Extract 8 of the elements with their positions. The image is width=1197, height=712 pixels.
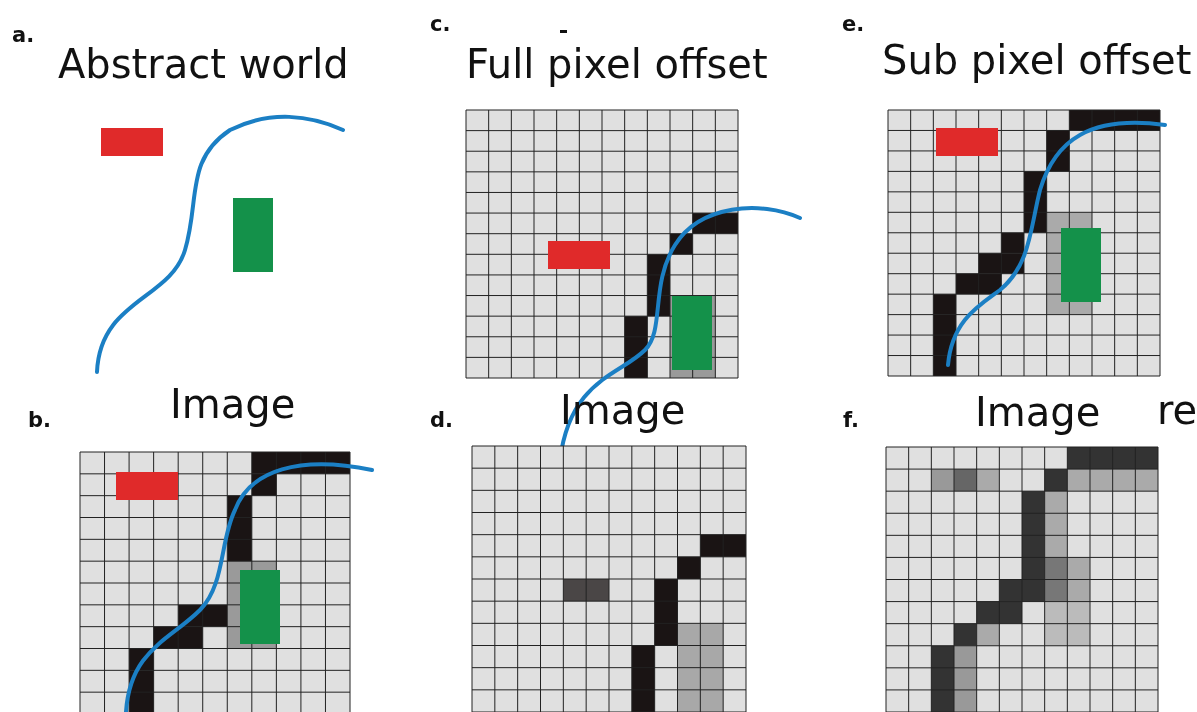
cut-off-text: re — [1157, 390, 1197, 430]
panel-letter: b. — [28, 410, 51, 431]
panel-letter: d. — [430, 410, 453, 431]
panel-letter: e. — [842, 14, 865, 35]
panel-heading: Abstract world — [58, 44, 349, 84]
panel-letter: c. — [430, 14, 451, 35]
panel-letter: a. — [12, 25, 35, 46]
panel-letter: f. — [843, 410, 859, 431]
